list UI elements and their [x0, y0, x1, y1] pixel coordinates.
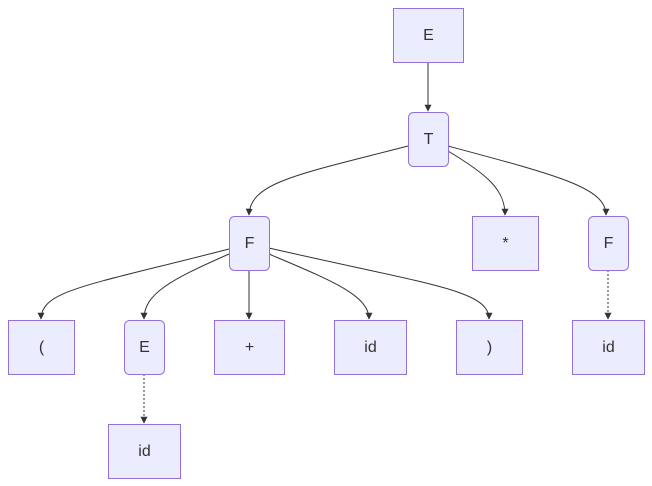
node-label: ( — [39, 339, 45, 356]
node-box — [393, 8, 464, 63]
node-label: E — [139, 339, 150, 356]
node-box — [8, 320, 75, 375]
node-box — [214, 320, 285, 375]
node-n12: id — [108, 424, 181, 479]
node-n10: ) — [456, 320, 523, 375]
node-label: id — [138, 443, 150, 460]
node-n4: * — [472, 216, 539, 271]
node-box — [124, 320, 165, 375]
node-box — [472, 216, 539, 271]
node-n2: T — [408, 112, 449, 167]
node-label: + — [245, 339, 254, 356]
edge-n2-to-n4 — [447, 150, 509, 216]
node-label: F — [245, 235, 255, 252]
node-n1: E — [393, 8, 464, 63]
node-box — [108, 424, 181, 479]
node-n6: ( — [8, 320, 75, 375]
edge-n3-to-n9 — [268, 253, 373, 320]
node-label: * — [502, 235, 508, 252]
edge-n2-to-n5 — [447, 145, 610, 216]
node-label: T — [424, 131, 434, 148]
node-n9: id — [334, 320, 407, 375]
edges-layer — [37, 62, 612, 424]
node-box — [572, 320, 645, 375]
edge-n3-to-n10 — [268, 247, 493, 320]
node-label: ) — [487, 339, 492, 356]
node-n5: F — [588, 216, 629, 271]
node-box — [456, 320, 523, 375]
node-box — [408, 112, 449, 167]
node-n11: id — [572, 320, 645, 375]
node-box — [588, 216, 629, 271]
node-box — [334, 320, 407, 375]
edge-n3-to-n7 — [140, 253, 230, 320]
node-label: id — [602, 339, 614, 356]
edge-n3-to-n6 — [37, 248, 230, 320]
nodes-layer: E T F * F ( E + id) id id — [8, 8, 645, 479]
node-label: id — [364, 339, 376, 356]
node-label: E — [423, 27, 434, 44]
node-n3: F — [229, 216, 270, 271]
node-label: F — [604, 235, 614, 252]
node-n7: E — [124, 320, 165, 375]
edge-n2-to-n3 — [245, 145, 409, 216]
node-box — [229, 216, 270, 271]
node-n8: + — [214, 320, 285, 375]
